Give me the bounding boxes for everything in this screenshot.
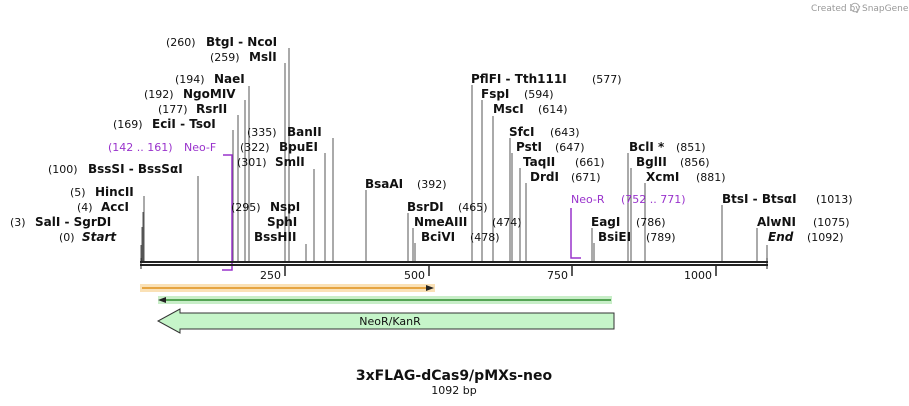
primer-neo-f-marker xyxy=(222,154,233,271)
ruler-tick-label: 250 xyxy=(260,269,281,282)
site-position: (322) xyxy=(240,141,270,154)
map-length: 1092 bp xyxy=(431,384,476,397)
site-position: (301) xyxy=(237,156,267,169)
ruler-tick-label: 500 xyxy=(404,269,425,282)
site-position: (177) xyxy=(158,103,188,116)
site-position: (671) xyxy=(571,171,601,184)
site-position: (474) xyxy=(492,216,522,229)
leader-lines xyxy=(140,48,768,262)
site-position: (789) xyxy=(646,231,676,244)
site-position: (335) xyxy=(247,126,277,139)
site-name: XcmI xyxy=(646,170,679,184)
site-name: SfcI xyxy=(509,125,534,139)
site-name: BssSI - BssSαI xyxy=(88,162,183,176)
primer-neo-r-marker xyxy=(570,208,581,259)
site-position: (295) xyxy=(231,201,261,214)
site-position: (643) xyxy=(550,126,580,139)
feature-arrow[interactable] xyxy=(156,308,615,334)
site-position: (786) xyxy=(636,216,666,229)
site-name: AlwNI xyxy=(757,215,796,229)
feature-label: NeoR/KanR xyxy=(359,315,421,328)
site-position: (1092) xyxy=(807,231,844,244)
site-name: EagI xyxy=(591,215,620,229)
site-name: NaeI xyxy=(214,72,245,86)
site-name: AccI xyxy=(101,200,129,214)
site-position: (647) xyxy=(555,141,585,154)
site-position: (5) xyxy=(70,186,86,199)
primer-range: (142 .. 161) xyxy=(108,141,173,154)
site-position: (260) xyxy=(166,36,196,49)
credit-brand: SnapGene xyxy=(862,4,909,14)
site-name: MscI xyxy=(493,102,524,116)
map-title-block: 3xFLAG-dCas9/pMXs-neo 1092 bp xyxy=(356,368,553,397)
site-name: BsrDI xyxy=(407,200,444,214)
site-name: TaqII xyxy=(523,155,555,169)
site-name: DrdI xyxy=(530,170,559,184)
green-track-arrowhead xyxy=(158,297,166,303)
site-position: (194) xyxy=(175,73,205,86)
site-name: EciI - TsoI xyxy=(152,117,216,131)
site-name: BtsI - BtsαI xyxy=(722,192,797,206)
site-position: (851) xyxy=(676,141,706,154)
primer-name: Neo-R xyxy=(571,193,605,206)
site-name: End xyxy=(768,230,794,244)
site-name: BclI * xyxy=(629,140,665,154)
site-position: (4) xyxy=(77,201,93,214)
site-name: BglII xyxy=(636,155,667,169)
ruler-tick-label: 1000 xyxy=(684,269,712,282)
site-name: NgoMIV xyxy=(183,87,236,101)
ruler-tick-label: 750 xyxy=(547,269,568,282)
site-name: SmlI xyxy=(275,155,305,169)
site-position: (3) xyxy=(10,216,26,229)
site-name: RsrII xyxy=(196,102,227,116)
site-position: (192) xyxy=(144,88,174,101)
site-name: HincII xyxy=(95,185,134,199)
site-position: (169) xyxy=(113,118,143,131)
site-name: BssHII xyxy=(254,230,296,244)
site-name: FspI xyxy=(481,87,509,101)
primer-range: (752 .. 771) xyxy=(621,193,686,206)
site-name: BsaAI xyxy=(365,177,403,191)
enzyme-site-labels: (0) Start (3) SalI - SgrDI (4) AccI (5) … xyxy=(10,35,853,244)
primer-name: Neo-F xyxy=(184,141,216,154)
site-position: (259) xyxy=(210,51,240,64)
orange-track-arrowhead xyxy=(426,285,434,291)
site-name: SalI - SgrDI xyxy=(35,215,111,229)
site-name: Start xyxy=(82,230,117,244)
site-name: BtgI - NcoI xyxy=(206,35,277,49)
snapgene-credit: Created by SnapGene xyxy=(811,2,909,14)
site-position: (856) xyxy=(680,156,710,169)
site-position: (881) xyxy=(696,171,726,184)
site-position: (577) xyxy=(592,73,622,86)
site-position: (0) xyxy=(59,231,75,244)
feature-tracks xyxy=(140,284,612,304)
site-position: (392) xyxy=(417,178,447,191)
site-name: SphI xyxy=(267,215,297,229)
site-name: PstI xyxy=(516,140,542,154)
site-name: BciVI xyxy=(421,230,455,244)
feature-neor-kanr[interactable]: NeoR/KanR xyxy=(156,308,615,334)
snapgene-logo-icon xyxy=(850,2,860,13)
sequence-backbone xyxy=(140,258,768,269)
site-name: BpuEI xyxy=(279,140,318,154)
credit-text: Created by xyxy=(811,4,861,14)
site-position: (1075) xyxy=(813,216,850,229)
site-position: (465) xyxy=(458,201,488,214)
ruler: 250 500 750 1000 xyxy=(260,266,717,282)
site-position: (100) xyxy=(48,163,78,176)
site-position: (614) xyxy=(538,103,568,116)
site-name: PflFI - Tth111I xyxy=(471,72,567,86)
site-name: NmeAIII xyxy=(414,215,467,229)
site-name: NspI xyxy=(270,200,300,214)
site-name: MslI xyxy=(249,50,277,64)
site-position: (661) xyxy=(575,156,605,169)
site-position: (478) xyxy=(470,231,500,244)
site-position: (1013) xyxy=(816,193,853,206)
site-name: BsiEI xyxy=(598,230,631,244)
site-position: (594) xyxy=(524,88,554,101)
site-name: BanII xyxy=(287,125,322,139)
primer-markers xyxy=(222,154,581,271)
map-title: 3xFLAG-dCas9/pMXs-neo xyxy=(356,368,553,384)
